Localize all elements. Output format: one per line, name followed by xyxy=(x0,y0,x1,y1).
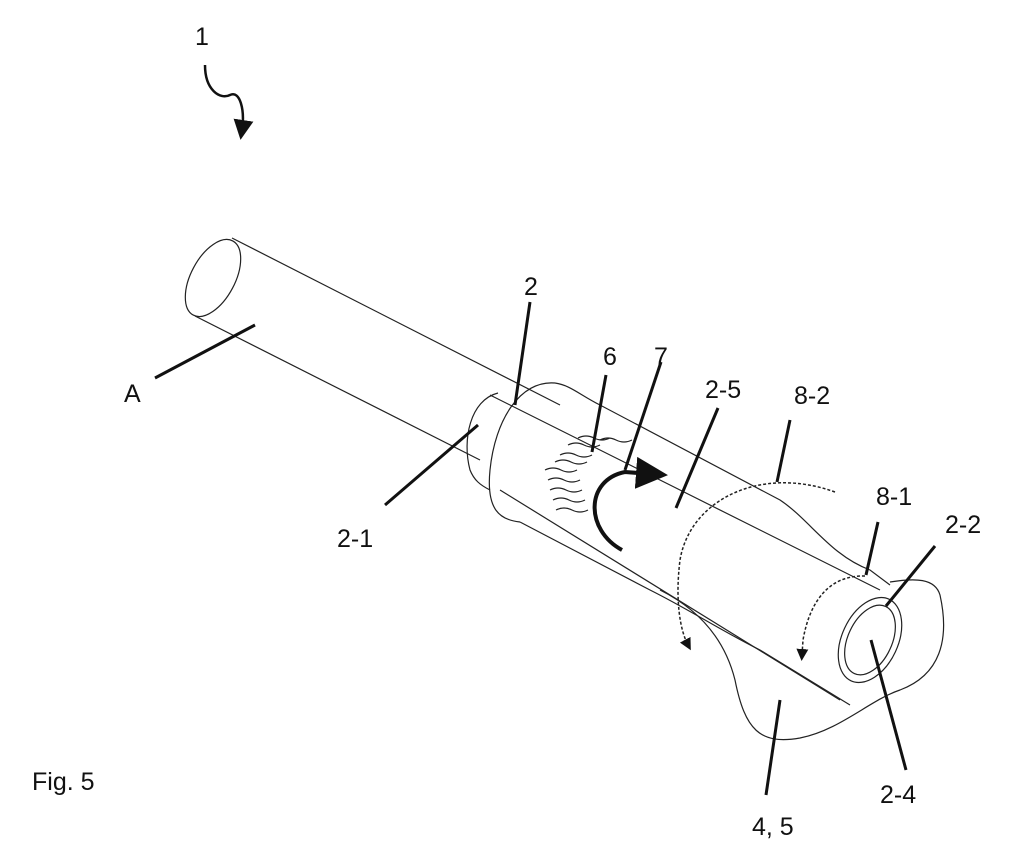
sleeve xyxy=(466,382,903,706)
device-squiggle-arrow xyxy=(203,64,254,140)
label-axis: A xyxy=(124,380,141,408)
label-sleeve-end: 2-1 xyxy=(337,525,373,553)
label-tip: 2-2 xyxy=(945,511,981,539)
figure-caption: Fig. 5 xyxy=(32,768,95,796)
label-sleeve: 2 xyxy=(524,273,538,301)
label-rotation: 7 xyxy=(654,343,668,371)
rotation-arrow-7 xyxy=(592,456,668,552)
label-texture: 6 xyxy=(603,343,617,371)
label-tip-bore: 2-4 xyxy=(880,781,916,809)
hand-outline xyxy=(659,579,945,741)
label-device: 1 xyxy=(195,23,209,51)
label-sleeve-surface: 2-5 xyxy=(705,376,741,404)
label-hand: 4, 5 xyxy=(752,813,794,841)
rotation-arrow-8-1 xyxy=(796,575,866,661)
label-rotation-outer: 8-2 xyxy=(794,382,830,410)
label-rotation-inner: 8-1 xyxy=(876,483,912,511)
rotation-arrow-8-2 xyxy=(677,482,836,651)
rod xyxy=(184,237,561,461)
